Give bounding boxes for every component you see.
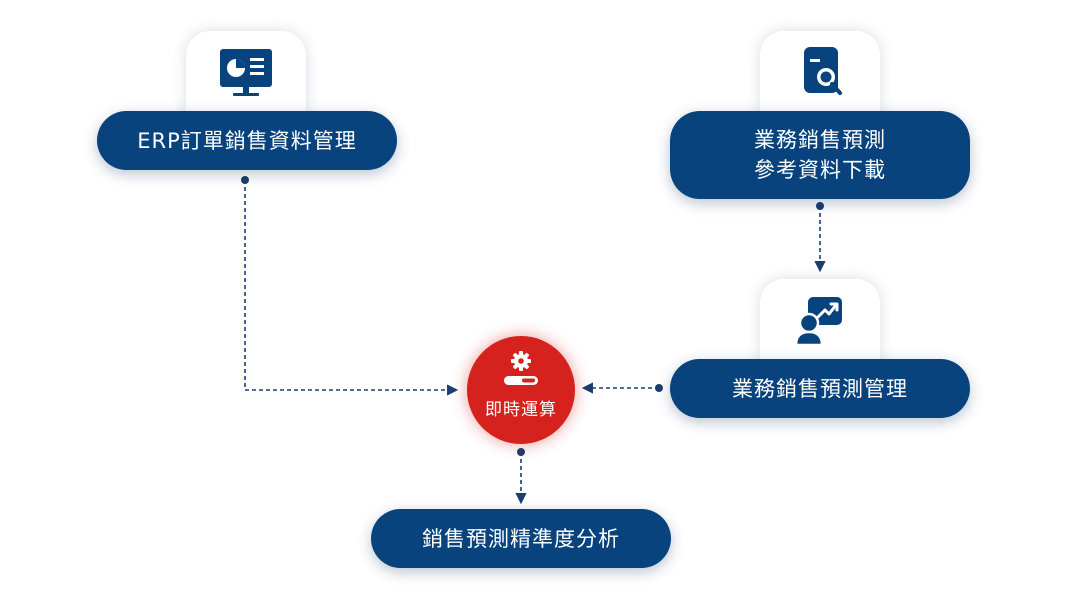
connector-download-to-mgmt — [814, 202, 826, 273]
hub-realtime-compute: 即時運算 — [467, 336, 575, 444]
node-forecast-download-line1: 業務銷售預測 — [754, 128, 886, 152]
node-erp-order-sales: ERP訂單銷售資料管理 — [97, 111, 397, 170]
node-forecast-download: 業務銷售預測 參考資料下載 — [670, 111, 970, 199]
dashboard-monitor-icon — [220, 49, 272, 96]
connector-mgmt-to-hub — [581, 382, 663, 394]
document-search-icon — [804, 47, 842, 95]
hub-label: 即時運算 — [485, 400, 557, 420]
gear-progress-icon — [504, 351, 538, 385]
node-accuracy-label: 銷售預測精準度分析 — [422, 526, 620, 551]
connector-hub-to-accuracy — [515, 448, 527, 505]
node-forecast-mgmt-label: 業務銷售預測管理 — [732, 376, 908, 401]
connector-erp-to-hub — [241, 176, 459, 396]
presenter-chart-icon — [794, 297, 842, 347]
node-forecast-accuracy: 銷售預測精準度分析 — [371, 509, 671, 568]
node-erp-label: ERP訂單銷售資料管理 — [137, 128, 357, 153]
node-forecast-management: 業務銷售預測管理 — [670, 359, 970, 418]
node-forecast-download-line2: 參考資料下載 — [754, 158, 886, 182]
